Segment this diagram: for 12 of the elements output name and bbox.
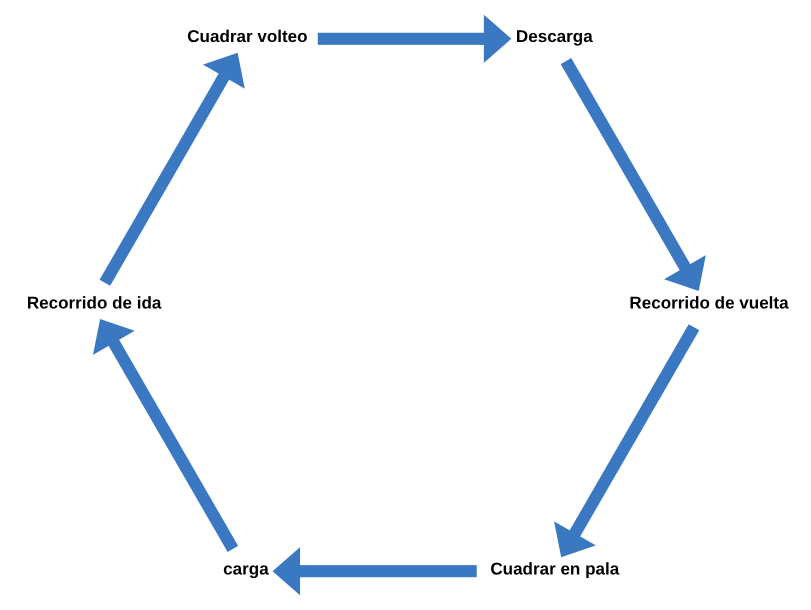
arrow xyxy=(100,52,245,286)
node-text: Recorrido de ida xyxy=(26,293,162,312)
node-text: Descarga xyxy=(516,27,593,46)
arrow xyxy=(93,318,238,552)
arrow xyxy=(272,547,477,596)
node-text: Recorrido de vuelta xyxy=(629,293,789,312)
arrow xyxy=(554,324,700,558)
node-text: carga xyxy=(223,559,269,578)
arrow xyxy=(318,14,512,63)
node-text: Cuadrar volteo xyxy=(187,27,308,46)
node-text: Cuadrar en pala xyxy=(490,559,620,578)
arrow xyxy=(560,58,706,292)
